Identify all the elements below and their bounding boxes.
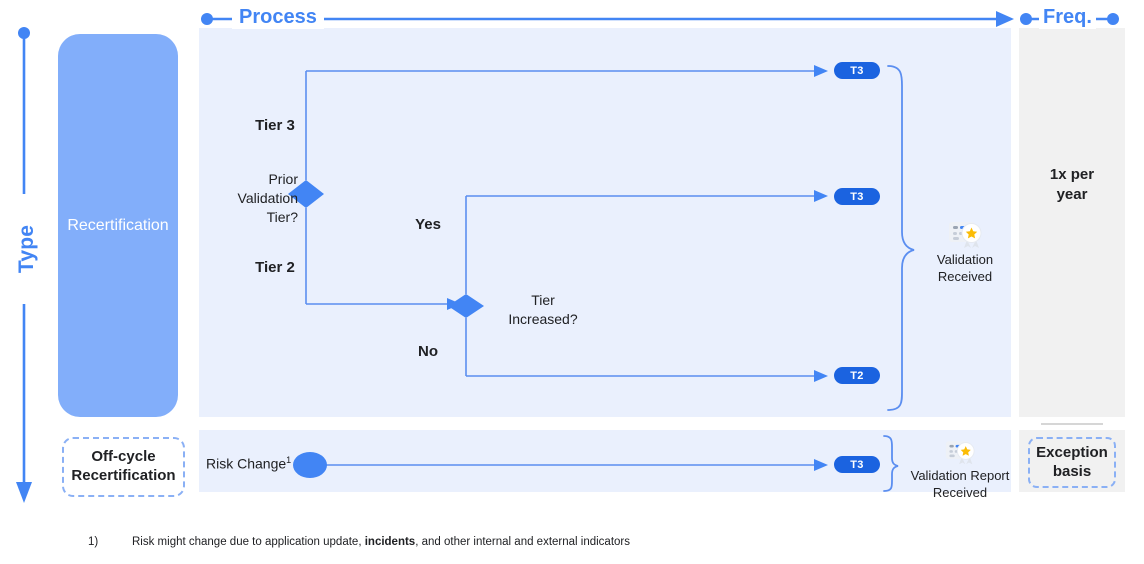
footnote-number: 1) <box>88 536 99 548</box>
result-main-line-1: Validation <box>936 252 994 267</box>
type-block-off-cycle-label: Off-cycle Recertification <box>71 448 175 486</box>
off-cycle-line-2: Recertification <box>71 467 176 484</box>
footnote-text-bold: incidents <box>364 536 416 548</box>
process-column-header: Process <box>232 6 324 29</box>
footnote-text-before: Risk might change due to application upd… <box>132 536 365 548</box>
result-validation-received: Validation Received <box>910 216 1020 286</box>
prior-line-1: Prior <box>268 171 298 187</box>
freq-off-line-2: basis <box>1052 462 1092 480</box>
result-off-line-2: Received <box>932 484 988 500</box>
freq-main-line-1: 1x per <box>1049 166 1095 183</box>
result-label-validation-report-received: Validation Report Received <box>898 468 1022 502</box>
tier-increased-line-2: Increased? <box>508 310 578 327</box>
decision-label-prior-validation-tier: Prior Validation Tier? <box>208 170 298 227</box>
risk-change-footnote-marker: 1 <box>286 455 292 465</box>
freq-main-line-2: year <box>1056 185 1088 203</box>
type-axis-label: Type <box>13 194 41 304</box>
frequency-main-panel <box>1019 28 1125 417</box>
prior-line-2: Validation <box>237 189 298 206</box>
process-offcycle-panel <box>199 430 1011 492</box>
start-label-risk-change: Risk Change1 <box>206 455 291 472</box>
footnote-text-after: , and other internal and external indica… <box>415 536 631 548</box>
validation-certificate-icon <box>945 441 975 465</box>
type-block-recertification[interactable]: Recertification <box>58 34 178 417</box>
footnote: 1) Risk might change due to application u… <box>88 536 630 548</box>
tier-increased-line-1: Tier <box>531 292 555 308</box>
off-cycle-line-1: Off-cycle <box>91 448 156 466</box>
frequency-column-header: Freq. <box>1039 6 1096 29</box>
type-axis: Type <box>0 25 60 505</box>
result-off-line-1: Validation Report <box>910 468 1010 483</box>
frequency-value-main: 1x per year <box>1019 165 1125 204</box>
branch-label-tier-2: Tier 2 <box>255 259 295 276</box>
process-main-panel <box>199 28 1011 417</box>
frequency-value-offcycle[interactable]: Exception basis <box>1028 437 1116 488</box>
outcome-badge-tier3-offcycle[interactable]: T3 <box>834 456 880 473</box>
type-block-recertification-label: Recertification <box>67 216 169 234</box>
outcome-badge-tier2-no[interactable]: T2 <box>834 367 880 384</box>
validation-certificate-icon <box>949 222 982 248</box>
result-validation-report-received: Validation Report Received <box>898 436 1022 502</box>
outcome-badge-tier3-direct[interactable]: T3 <box>834 62 880 79</box>
outcome-badge-tier3-yes[interactable]: T3 <box>834 188 880 205</box>
risk-change-text: Risk Change <box>206 455 287 472</box>
frequency-offcycle-label: Exception basis <box>1036 444 1108 482</box>
branch-label-yes: Yes <box>415 216 441 233</box>
branch-label-no: No <box>418 343 438 360</box>
freq-off-line-1: Exception <box>1036 443 1108 461</box>
result-label-validation-received: Validation Received <box>910 252 1020 286</box>
type-block-off-cycle-recertification[interactable]: Off-cycle Recertification <box>62 437 185 497</box>
result-main-line-2: Received <box>937 268 993 284</box>
decision-label-tier-increased: Tier Increased? <box>478 291 608 329</box>
prior-line-3: Tier? <box>266 208 298 225</box>
branch-label-tier-3: Tier 3 <box>255 117 295 134</box>
